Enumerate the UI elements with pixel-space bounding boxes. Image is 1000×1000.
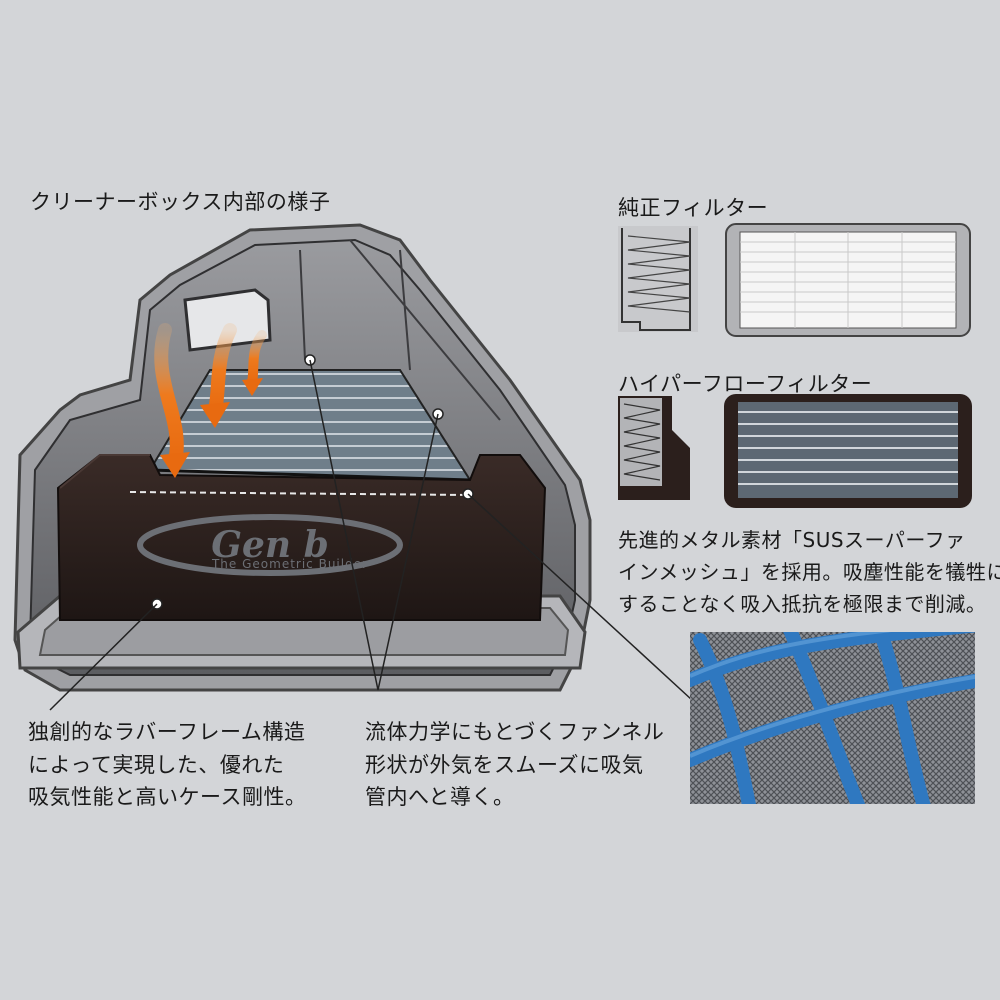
mesh-desc-line: インメッシュ」を採用。吸塵性能を犠牲に bbox=[618, 560, 1000, 584]
cleaner-box-title: クリーナーボックス内部の様子 bbox=[30, 190, 331, 214]
airflow-arrows bbox=[154, 323, 267, 478]
gen-b-logo: Gen b The Geometric Builder bbox=[137, 514, 403, 576]
funnel-desc-line: 管内へと導く。 bbox=[365, 785, 515, 810]
callout-lines bbox=[49, 354, 693, 711]
frame-desc-line: 吸気性能と高いケース剛性。 bbox=[28, 785, 307, 810]
mesh-description: 先進的メタル素材「SUSスーパーファ インメッシュ」を採用。吸塵性能を犠牲に す… bbox=[618, 524, 1000, 620]
sus-mesh-closeup bbox=[690, 632, 975, 804]
arrow-head bbox=[242, 378, 263, 396]
arrow-head bbox=[200, 402, 230, 428]
frame-desc-line: 独創的なラバーフレーム構造 bbox=[28, 720, 306, 744]
rubber-frame-description: 独創的なラバーフレーム構造 によって実現した、優れた 吸気性能と高いケース剛性。 bbox=[28, 716, 306, 814]
svg-text:Gen b: Gen b bbox=[211, 524, 329, 566]
arrow-head bbox=[160, 452, 190, 478]
oem-filter-title: 純正フィルター bbox=[618, 196, 769, 220]
oem-filter-top-view bbox=[725, 223, 971, 337]
hyperflow-filter-top-view bbox=[724, 394, 972, 508]
hyperflow-filter-side-section bbox=[618, 396, 690, 500]
oem-filter-side-section bbox=[618, 226, 698, 332]
svg-text:The Geometric Builder: The Geometric Builder bbox=[211, 557, 368, 571]
frame-desc-line: によって実現した、優れた bbox=[28, 752, 285, 777]
mesh-desc-line: することなく吸入抵抗を極限まで削減。 bbox=[618, 592, 987, 616]
hyperflow-filter-title: ハイパーフローフィルター bbox=[618, 372, 873, 396]
mesh-desc-line: 先進的メタル素材「SUSスーパーファ bbox=[618, 528, 966, 552]
funnel-desc-line: 形状が外気をスムーズに吸気 bbox=[365, 752, 644, 777]
funnel-desc-line: 流体力学にもとづくファンネル bbox=[365, 720, 665, 744]
funnel-description: 流体力学にもとづくファンネル 形状が外気をスムーズに吸気 管内へと導く。 bbox=[365, 716, 664, 814]
rubber-frame-box bbox=[56, 454, 547, 621]
